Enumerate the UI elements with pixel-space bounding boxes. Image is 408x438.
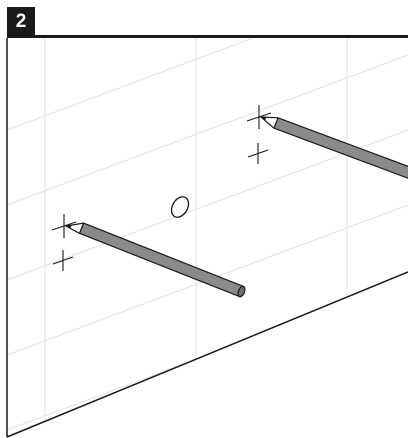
pencil-left xyxy=(65,222,246,298)
cross-mark-bottom-right xyxy=(247,143,269,164)
tile-grid xyxy=(7,38,408,437)
step-number-badge: 2 xyxy=(7,7,35,36)
anchor-hole xyxy=(170,196,190,218)
header-rule xyxy=(7,35,408,38)
cross-mark-top-left xyxy=(51,214,77,238)
cross-mark-bottom-left xyxy=(52,250,74,271)
cross-mark-top-right xyxy=(246,105,272,129)
wall-surface xyxy=(6,38,408,438)
pencil-right xyxy=(260,116,408,179)
wall-bottom-edge xyxy=(6,271,408,438)
